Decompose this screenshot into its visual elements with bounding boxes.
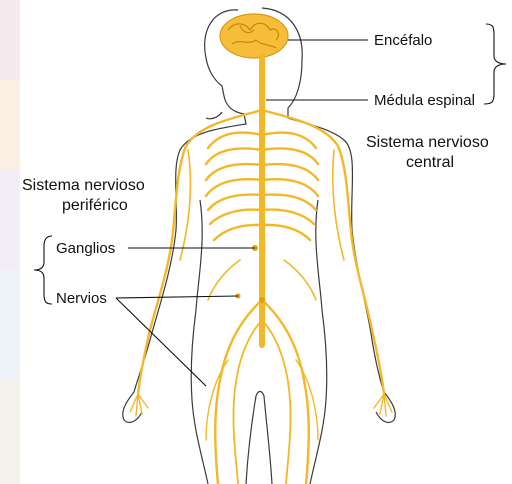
label-ganglios: Ganglios	[56, 240, 115, 258]
label-encefalo: Encéfalo	[374, 32, 432, 50]
leader-lines	[116, 40, 368, 386]
label-medula-espinal: Médula espinal	[374, 92, 475, 110]
label-nervios: Nervios	[56, 290, 107, 308]
label-snp-line1: Sistema nervioso	[22, 176, 145, 196]
label-snp-line2: periférico	[62, 196, 128, 216]
brain-shape	[220, 14, 288, 58]
label-snc-line2: central	[406, 153, 454, 173]
label-snc-line1: Sistema nervioso	[366, 133, 489, 153]
